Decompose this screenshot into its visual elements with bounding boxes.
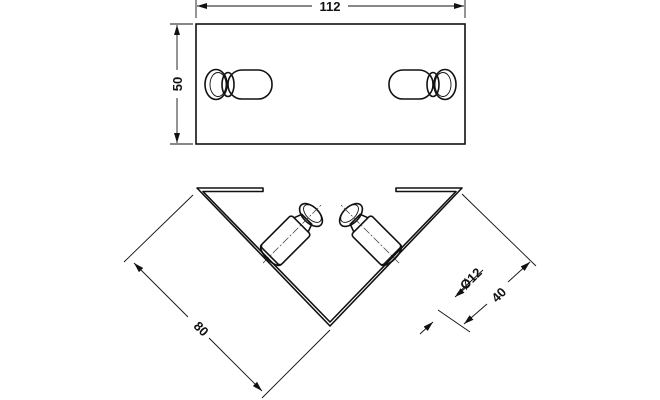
top-left-knob: [204, 68, 273, 101]
top-view: 112 50: [170, 0, 466, 145]
bottom-right-knob: [334, 198, 406, 270]
dimension-label-80: 80: [191, 318, 212, 339]
bottom-view: 80 40 Ø12: [123, 187, 537, 399]
dimension-knob-offset: 40: [437, 193, 537, 333]
bottom-left-knob: [256, 198, 328, 270]
dimension-height: 50: [170, 23, 193, 145]
dimension-label-40: 40: [488, 284, 509, 305]
dimension-width: 112: [195, 0, 466, 18]
dimension-label-50: 50: [170, 77, 185, 91]
dimension-label-112: 112: [320, 0, 341, 14]
dimension-label-diameter: Ø12: [457, 265, 485, 293]
top-right-knob: [388, 68, 457, 101]
dimension-leg: 80: [123, 194, 331, 399]
mounting-plate: [195, 23, 466, 145]
corner-bracket: [196, 187, 463, 327]
dimension-knob-diameter: Ø12: [419, 265, 485, 335]
